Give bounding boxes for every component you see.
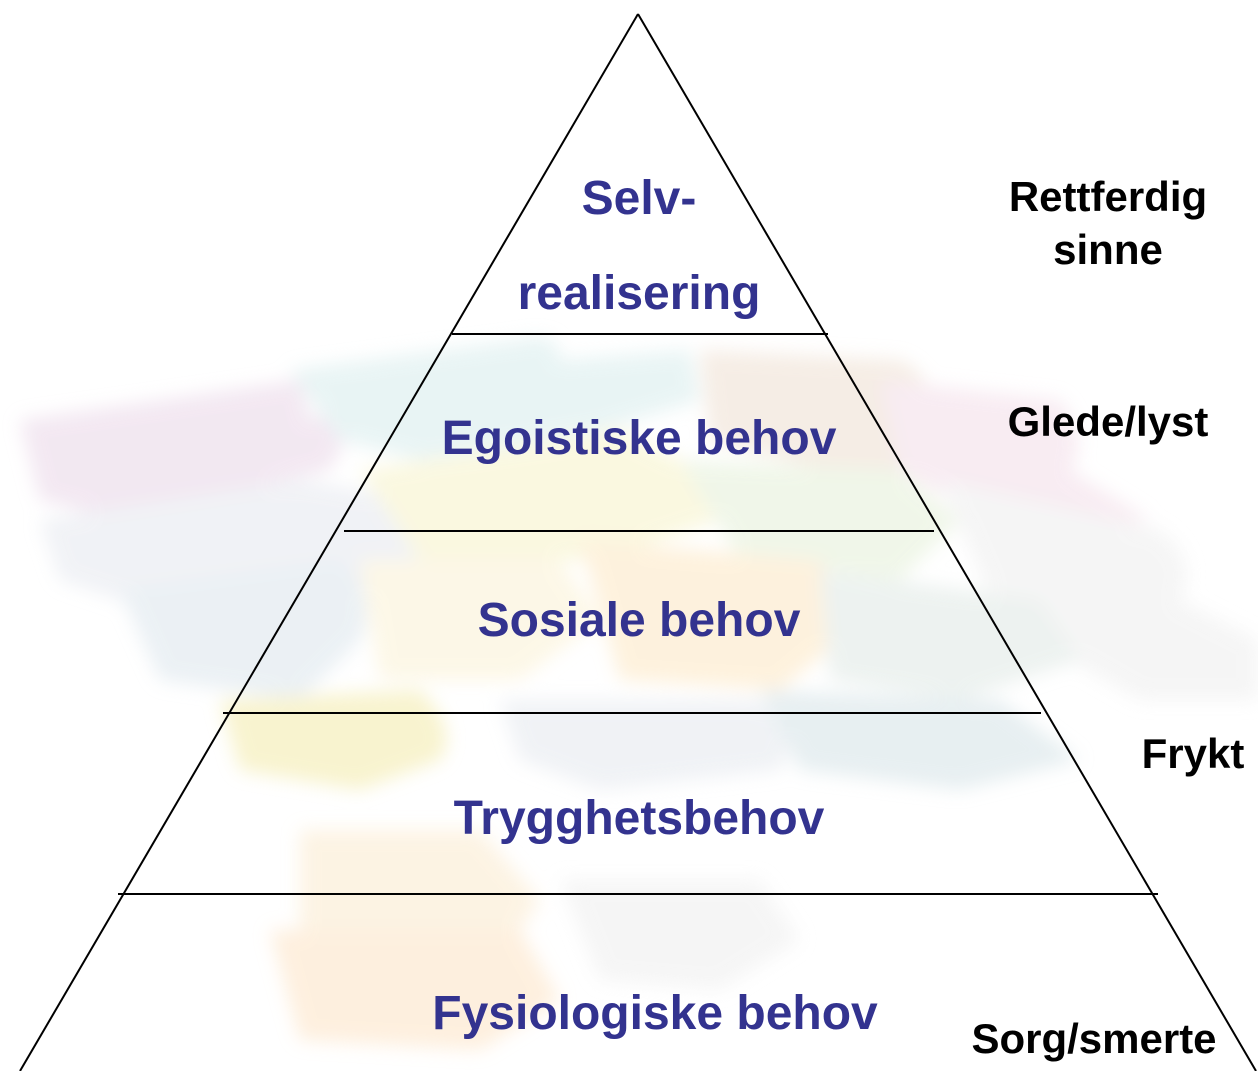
puzzle-piece <box>220 690 447 790</box>
puzzle-piece <box>20 380 346 520</box>
emotion-glede-lyst: Glede/lyst <box>1007 398 1209 445</box>
puzzle-piece <box>360 560 600 680</box>
pyramid-left-edge <box>19 13 639 1071</box>
puzzle-piece <box>560 880 800 990</box>
emotion-frykt: Frykt <box>1141 730 1245 777</box>
puzzle-piece <box>580 540 847 690</box>
puzzle-piece <box>880 380 1150 540</box>
emotion-rettferdig-sinne: Rettferdig sinne <box>978 170 1238 277</box>
level-egoistiske-behov: Egoistiske behov <box>441 412 837 465</box>
level-sosiale-behov: Sosiale behov <box>477 594 801 647</box>
puzzle-piece <box>940 480 1258 700</box>
level-selvrealisering-line1: Selv- <box>581 172 697 225</box>
level-selvrealisering-line2: realisering <box>517 267 761 320</box>
puzzle-piece <box>680 460 960 580</box>
puzzle-piece <box>760 690 1080 790</box>
emotion-sorg-smerte: Sorg/smerte <box>971 1015 1217 1062</box>
puzzle-piece <box>120 560 367 700</box>
emotion-rettferdig-line2: sinne <box>1053 226 1163 274</box>
level-trygghetsbehov: Trygghetsbehov <box>453 792 825 845</box>
puzzle-piece <box>820 570 1080 700</box>
puzzle-piece <box>500 700 787 790</box>
puzzle-piece <box>290 337 700 460</box>
puzzle-piece <box>270 930 560 1050</box>
level-fysiologiske-behov: Fysiologiske behov <box>432 987 878 1040</box>
emotion-rettferdig-line1: Rettferdig <box>1008 173 1208 220</box>
puzzle-piece <box>360 430 720 560</box>
